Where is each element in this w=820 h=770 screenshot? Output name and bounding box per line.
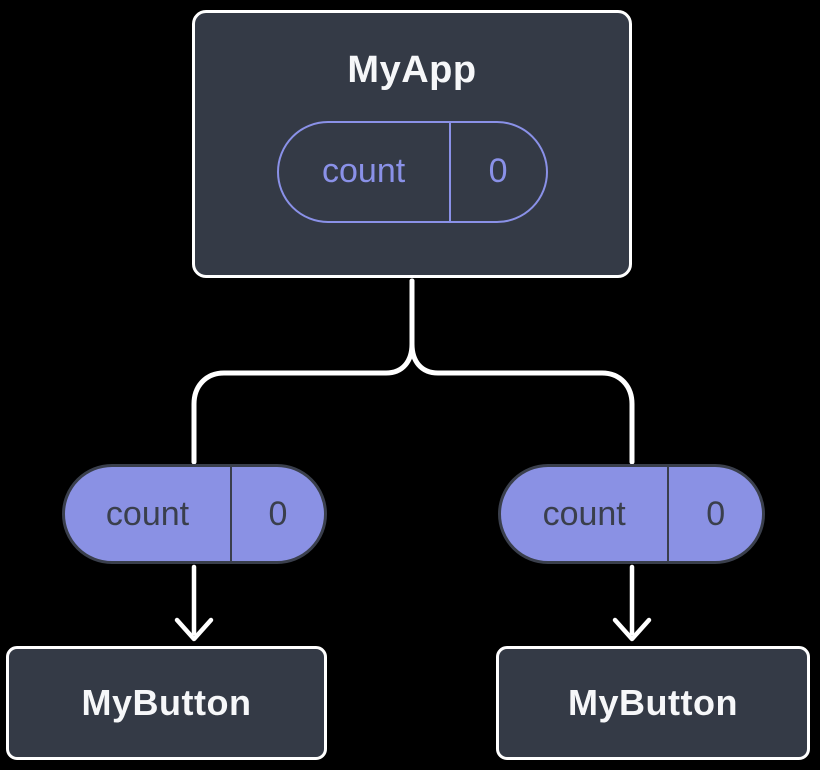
prop-pill-left: count 0: [62, 464, 327, 564]
prop-value: 0: [268, 494, 288, 533]
node-title: MyButton: [568, 682, 738, 724]
prop-pill-right: count 0: [498, 464, 765, 564]
connector-left-branch: [191, 278, 415, 465]
prop-value: 0: [706, 494, 726, 533]
prop-name: count: [65, 467, 233, 561]
node-title: MyButton: [81, 682, 252, 724]
node-myapp: MyApp count 0: [192, 10, 632, 278]
node-mybutton-right: MyButton: [496, 646, 810, 760]
prop-name: count: [501, 467, 670, 561]
arrow-head-icon: [612, 617, 652, 642]
node-mybutton-left: MyButton: [6, 646, 327, 760]
state-pill-root: count 0: [276, 120, 548, 223]
state-name: count: [279, 122, 451, 221]
node-title: MyApp: [347, 49, 477, 91]
state-value: 0: [488, 152, 508, 191]
arrow-head-icon: [174, 617, 214, 642]
arrow-down-left: [174, 564, 214, 642]
connector-right-branch: [409, 278, 635, 465]
arrow-down-right: [612, 564, 652, 642]
